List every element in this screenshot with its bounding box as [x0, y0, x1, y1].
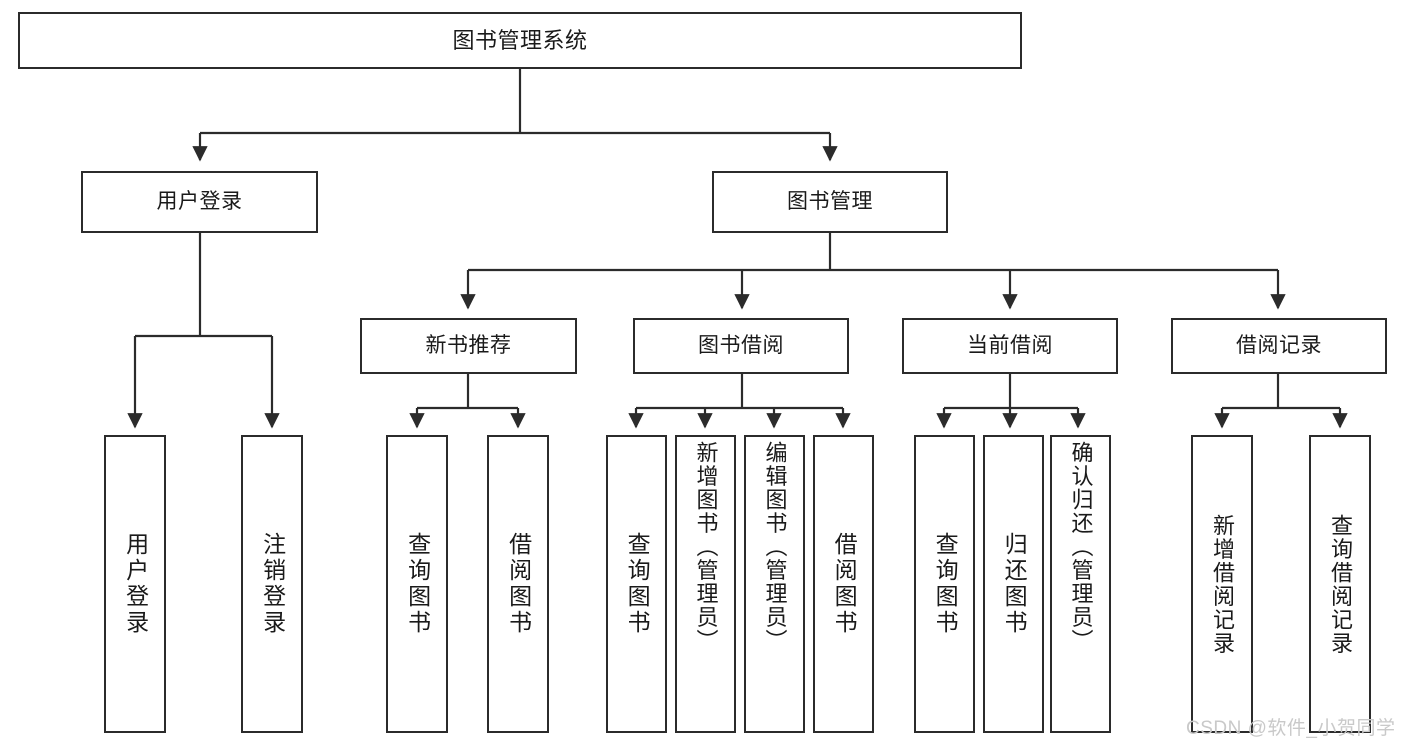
node-book-management[interactable]: 图书管理 — [712, 171, 948, 233]
node-label: 查询图书 — [404, 532, 431, 636]
leaf-current-return-book[interactable]: 归还图书 — [983, 435, 1044, 733]
leaf-user-login-signout[interactable]: 注销登录 — [241, 435, 303, 733]
node-label: 编辑图书（管理员） — [762, 441, 788, 653]
csdn-watermark: CSDN @软件_小贺同学 — [1186, 718, 1396, 739]
node-label: 当前借阅 — [967, 333, 1053, 357]
node-label: 新书推荐 — [425, 333, 512, 357]
node-label: 新增图书（管理员） — [693, 441, 719, 653]
node-user-login[interactable]: 用户登录 — [81, 171, 318, 233]
node-label: 图书借阅 — [698, 333, 784, 357]
leaf-borrow-borrow-book[interactable]: 借阅图书 — [813, 435, 874, 733]
node-new-book-recommend[interactable]: 新书推荐 — [360, 318, 577, 374]
node-label: 确认归还（管理员） — [1068, 441, 1094, 653]
node-current-borrow[interactable]: 当前借阅 — [902, 318, 1118, 374]
leaf-user-login-signin[interactable]: 用户登录 — [104, 435, 166, 733]
leaf-current-confirm-return[interactable]: 确认归还（管理员） — [1050, 435, 1111, 733]
node-label: 借阅记录 — [1236, 333, 1322, 357]
node-label: 用户登录 — [122, 532, 149, 636]
leaf-records-query-record[interactable]: 查询借阅记录 — [1309, 435, 1371, 733]
node-label: 归还图书 — [1001, 532, 1028, 636]
leaf-new-book-borrow[interactable]: 借阅图书 — [487, 435, 549, 733]
node-label: 用户登录 — [156, 189, 243, 213]
node-label: 借阅图书 — [505, 532, 532, 636]
node-book-borrow[interactable]: 图书借阅 — [633, 318, 849, 374]
node-label: 查询图书 — [624, 532, 651, 636]
node-borrow-records[interactable]: 借阅记录 — [1171, 318, 1387, 374]
leaf-borrow-query-book[interactable]: 查询图书 — [606, 435, 667, 733]
leaf-borrow-add-book[interactable]: 新增图书（管理员） — [675, 435, 736, 733]
node-label: 查询借阅记录 — [1327, 513, 1353, 655]
node-label: 图书管理 — [787, 189, 873, 213]
node-label: 新增借阅记录 — [1209, 513, 1235, 655]
leaf-records-add-record[interactable]: 新增借阅记录 — [1191, 435, 1253, 733]
node-label: 注销登录 — [259, 532, 286, 636]
node-label: 图书管理系统 — [452, 27, 588, 53]
leaf-borrow-edit-book[interactable]: 编辑图书（管理员） — [744, 435, 805, 733]
node-label: 借阅图书 — [831, 532, 858, 636]
leaf-current-query-book[interactable]: 查询图书 — [914, 435, 975, 733]
leaf-new-book-query[interactable]: 查询图书 — [386, 435, 448, 733]
node-label: 查询图书 — [932, 532, 959, 636]
node-root-system[interactable]: 图书管理系统 — [18, 12, 1022, 69]
